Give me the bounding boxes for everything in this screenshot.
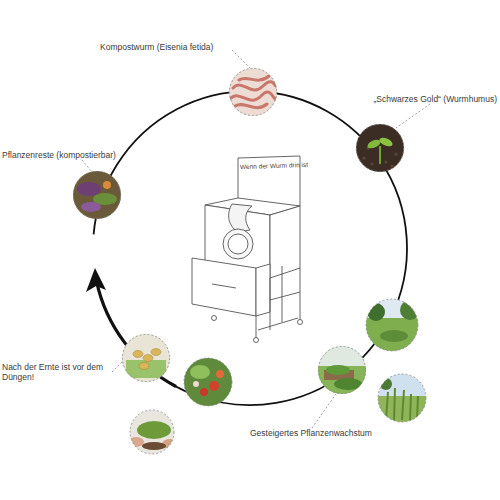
hands-photo [128, 410, 178, 454]
photo-circle: Kompostwurm (Eisenia fetida) [229, 68, 277, 116]
photo-circle-outline [229, 68, 277, 116]
photo-circle-outline [318, 346, 366, 394]
node-label: Pflanzenreste (kompostierbar) [2, 150, 142, 160]
garden-photo [366, 299, 420, 351]
node-label: Nach der Ernte ist vor dem Düngen! [2, 362, 114, 382]
worm-bin-drawing [192, 156, 303, 343]
corn-photo [378, 374, 426, 422]
photo-circle: Gesteigertes Pflanzenwachstum [318, 346, 366, 394]
cycle-arrowhead [86, 268, 106, 292]
photo-circle-outline [73, 171, 121, 219]
node-label: Kompostwurm (Eisenia fetida) [100, 42, 232, 52]
photo-circle-outline [356, 124, 404, 172]
leader-lines [82, 50, 430, 428]
photo-circle: „Schwarzes Gold“ (Wurmhumus) [356, 124, 404, 172]
photo-circle-outline [122, 334, 170, 382]
photo-circle: Pflanzenreste (kompostierbar) [73, 171, 121, 219]
cycle-ring-bold [96, 281, 176, 387]
node-label: „Schwarzes Gold“ (Wurmhumus) [352, 94, 497, 104]
cycle-ring [94, 91, 407, 405]
node-label: Gesteigertes Pflanzenwachstum [250, 428, 400, 438]
photo-circle: Nach der Ernte ist vor dem Düngen! [122, 334, 170, 382]
tomato-photo [184, 358, 232, 406]
